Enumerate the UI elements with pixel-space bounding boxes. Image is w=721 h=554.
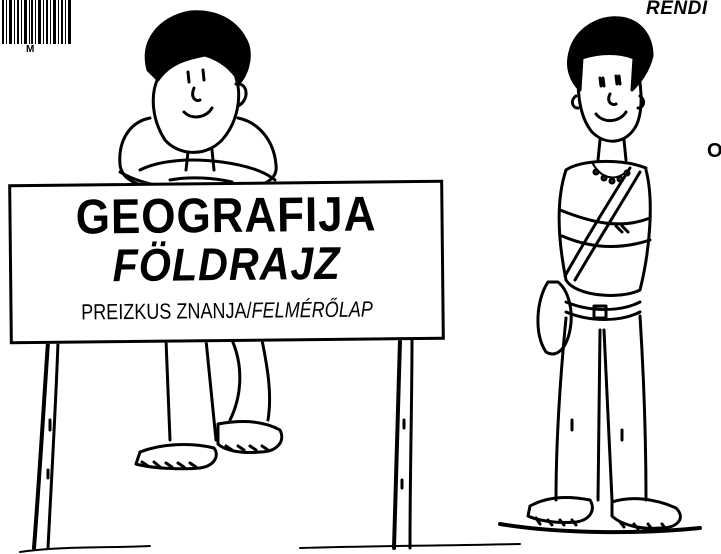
right-edge-letter: O [707,140,721,162]
girl-cartoon-icon [498,16,702,535]
boy-cartoon-icon [118,10,284,471]
sign-tagline-plain: PREIZKUS ZNANJA/ [81,297,252,325]
sign-subtitle: FÖLDRAJZ [112,236,341,292]
title-sign: GEOGRAFIJA FÖLDRAJZ PREIZKUS ZNANJA/FELM… [8,179,445,345]
sign-title: GEOGRAFIJA [75,187,377,245]
sign-tagline-italic: FELMÉRŐLAP [251,296,373,323]
barcode-label: M [26,44,35,55]
top-right-heading: RENDI [646,0,708,19]
sign-tagline: PREIZKUS ZNANJA/FELMÉRŐLAP [51,296,403,326]
barcode-icon [2,0,71,44]
